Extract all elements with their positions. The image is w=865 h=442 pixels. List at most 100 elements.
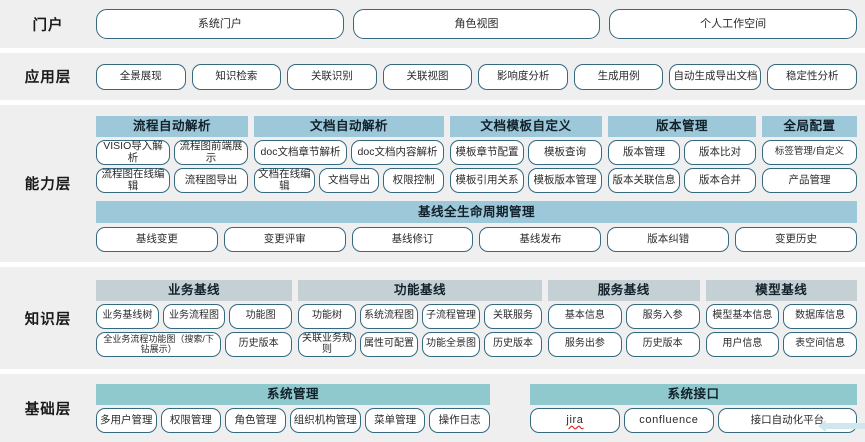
application-item-4[interactable]: 影响度分析: [478, 63, 568, 90]
application-item-6[interactable]: 自动生成导出文档: [669, 63, 762, 90]
capability-item[interactable]: 文档在线编辑: [254, 167, 315, 193]
baseline-item-4[interactable]: 版本纠错: [607, 226, 730, 252]
base-item[interactable]: 组织机构管理: [289, 407, 361, 433]
capability-item[interactable]: 模板引用关系: [450, 167, 524, 193]
layer-band-base: 基础层 系统管理 多用户管理 权限管理 角色管理 组织机构管理 菜单管理 操作日…: [0, 374, 865, 442]
knowledge-item[interactable]: 功能图: [229, 303, 293, 329]
base-item-confluence[interactable]: confluence: [623, 407, 714, 433]
base-item[interactable]: 角色管理: [225, 407, 286, 433]
baseline-item-3[interactable]: 基线发布: [479, 226, 602, 252]
base-item[interactable]: 权限管理: [160, 407, 222, 433]
capability-group-template: 文档模板自定义 模板章节配置 模板查询 模板引用关系 模板版本管理: [450, 115, 602, 193]
group-row: 业务基线树 业务流程图 功能图: [96, 303, 293, 329]
knowledge-item[interactable]: 子流程管理: [422, 303, 480, 329]
base-group-system-interface: 系统接口 jira confluence 接口自动化平台: [530, 383, 857, 433]
group-row: 产品管理: [762, 167, 857, 193]
capability-item[interactable]: 流程图在线编辑: [96, 167, 170, 193]
flow-arrow-icon: [818, 420, 865, 432]
capability-item[interactable]: 版本关联信息: [608, 167, 680, 193]
knowledge-item[interactable]: 业务基线树: [96, 303, 159, 329]
application-item-0[interactable]: 全景展现: [96, 63, 186, 90]
capability-item[interactable]: 产品管理: [762, 167, 857, 193]
knowledge-item[interactable]: 表空间信息: [783, 331, 857, 357]
application-item-7[interactable]: 稳定性分析: [767, 63, 858, 90]
baseline-item-2[interactable]: 基线修订: [351, 226, 474, 252]
portal-item-2[interactable]: 个人工作空间: [609, 9, 858, 39]
group-row: 关联业务规则 属性可配置 功能全景图 历史版本: [298, 331, 542, 357]
group-header: 系统管理: [96, 383, 490, 405]
base-item[interactable]: 菜单管理: [364, 407, 426, 433]
group-header: 文档模板自定义: [450, 115, 602, 137]
layer-band-knowledge: 知识层 业务基线 业务基线树 业务流程图 功能图 全业务流程功能图（搜索/下钻展…: [0, 267, 865, 369]
capability-item[interactable]: 模板查询: [528, 139, 602, 165]
capability-group-list: 流程自动解析 VISIO导入解析 流程图前端展示 流程图在线编辑 流程图导出 文…: [96, 115, 857, 193]
application-item-1[interactable]: 知识检索: [191, 63, 282, 90]
knowledge-item[interactable]: 业务流程图: [162, 303, 226, 329]
layer-band-capability: 能力层 流程自动解析 VISIO导入解析 流程图前端展示 流程图在线编辑 流程图…: [0, 105, 865, 262]
knowledge-group-service: 服务基线 基本信息 服务入参 服务出参 历史版本: [548, 279, 700, 357]
knowledge-group-business: 业务基线 业务基线树 业务流程图 功能图 全业务流程功能图（搜索/下钻展示） 历…: [96, 279, 293, 357]
capability-group-global-config: 全局配置 标签管理/自定义 产品管理: [762, 115, 857, 193]
capability-item[interactable]: VISIO导入解析: [96, 139, 170, 165]
base-item[interactable]: 操作日志: [429, 407, 490, 433]
knowledge-item[interactable]: 系统流程图: [360, 303, 418, 329]
base-item-jira[interactable]: jira: [530, 407, 620, 433]
knowledge-item[interactable]: 历史版本: [625, 331, 700, 357]
group-header: 全局配置: [762, 115, 857, 137]
knowledge-item[interactable]: 关联服务: [484, 303, 542, 329]
knowledge-item[interactable]: 关联业务规则: [298, 331, 356, 357]
knowledge-item[interactable]: 功能树: [298, 303, 356, 329]
capability-item[interactable]: 文档导出: [318, 167, 380, 193]
application-item-2[interactable]: 关联识别: [287, 63, 377, 90]
group-header: 模型基线: [705, 279, 857, 301]
base-group-system-management: 系统管理 多用户管理 权限管理 角色管理 组织机构管理 菜单管理 操作日志: [96, 383, 490, 433]
group-header: 功能基线: [298, 279, 542, 301]
knowledge-item[interactable]: 服务出参: [548, 331, 622, 357]
knowledge-item[interactable]: 基本信息: [548, 303, 622, 329]
group-row: 模型基本信息 数据库信息: [705, 303, 857, 329]
baseline-item-1[interactable]: 变更评审: [223, 226, 346, 252]
baseline-item-0[interactable]: 基线变更: [96, 226, 218, 252]
capability-item[interactable]: 版本管理: [608, 139, 680, 165]
layer-body-capability: 流程自动解析 VISIO导入解析 流程图前端展示 流程图在线编辑 流程图导出 文…: [96, 105, 865, 262]
capability-item[interactable]: 标签管理/自定义: [762, 139, 857, 165]
knowledge-group-list: 业务基线 业务基线树 业务流程图 功能图 全业务流程功能图（搜索/下钻展示） 历…: [96, 279, 857, 357]
group-row: 流程图在线编辑 流程图导出: [96, 167, 248, 193]
baseline-lifecycle-strip: 基线全生命周期管理 基线变更 变更评审 基线修订 基线发布 版本纠错 变更历史: [96, 200, 857, 252]
capability-item[interactable]: 版本比对: [684, 139, 756, 165]
baseline-item-5[interactable]: 变更历史: [735, 226, 857, 252]
knowledge-item[interactable]: 全业务流程功能图（搜索/下钻展示）: [96, 331, 222, 357]
group-row: 基本信息 服务入参: [548, 303, 700, 329]
capability-item[interactable]: 模板版本管理: [528, 167, 602, 193]
capability-item[interactable]: 权限控制: [383, 167, 445, 193]
layer-label-base: 基础层: [24, 401, 72, 418]
capability-item[interactable]: doc文档内容解析: [351, 139, 444, 165]
base-item[interactable]: 多用户管理: [96, 407, 157, 433]
capability-item[interactable]: 模板章节配置: [450, 139, 524, 165]
knowledge-item[interactable]: 用户信息: [705, 331, 780, 357]
application-item-3[interactable]: 关联视图: [382, 63, 473, 90]
portal-item-1[interactable]: 角色视图: [352, 9, 601, 39]
portal-item-0[interactable]: 系统门户: [96, 9, 344, 39]
knowledge-item[interactable]: 属性可配置: [360, 331, 418, 357]
layer-body-knowledge: 业务基线 业务基线树 业务流程图 功能图 全业务流程功能图（搜索/下钻展示） 历…: [96, 267, 865, 369]
capability-item[interactable]: doc文档章节解析: [254, 139, 347, 165]
layer-label-capability: 能力层: [24, 177, 72, 193]
knowledge-item[interactable]: 模型基本信息: [705, 303, 780, 329]
knowledge-item[interactable]: 数据库信息: [783, 303, 857, 329]
group-header: 文档自动解析: [254, 115, 444, 137]
knowledge-item[interactable]: 历史版本: [225, 331, 292, 357]
group-row: jira confluence 接口自动化平台: [530, 407, 857, 433]
capability-item[interactable]: 版本合并: [684, 167, 756, 193]
group-header: 流程自动解析: [96, 115, 248, 137]
knowledge-item[interactable]: 服务入参: [625, 303, 700, 329]
capability-item[interactable]: 流程图前端展示: [174, 139, 248, 165]
application-item-5[interactable]: 生成用例: [573, 63, 664, 90]
knowledge-item[interactable]: 功能全景图: [422, 331, 480, 357]
knowledge-item[interactable]: 历史版本: [484, 331, 542, 357]
knowledge-group-function: 功能基线 功能树 系统流程图 子流程管理 关联服务 关联业务规则 属性可配置 功…: [298, 279, 542, 357]
capability-item[interactable]: 流程图导出: [174, 167, 248, 193]
capability-group-process: 流程自动解析 VISIO导入解析 流程图前端展示 流程图在线编辑 流程图导出: [96, 115, 248, 193]
base-item-api-platform[interactable]: 接口自动化平台: [717, 407, 857, 433]
